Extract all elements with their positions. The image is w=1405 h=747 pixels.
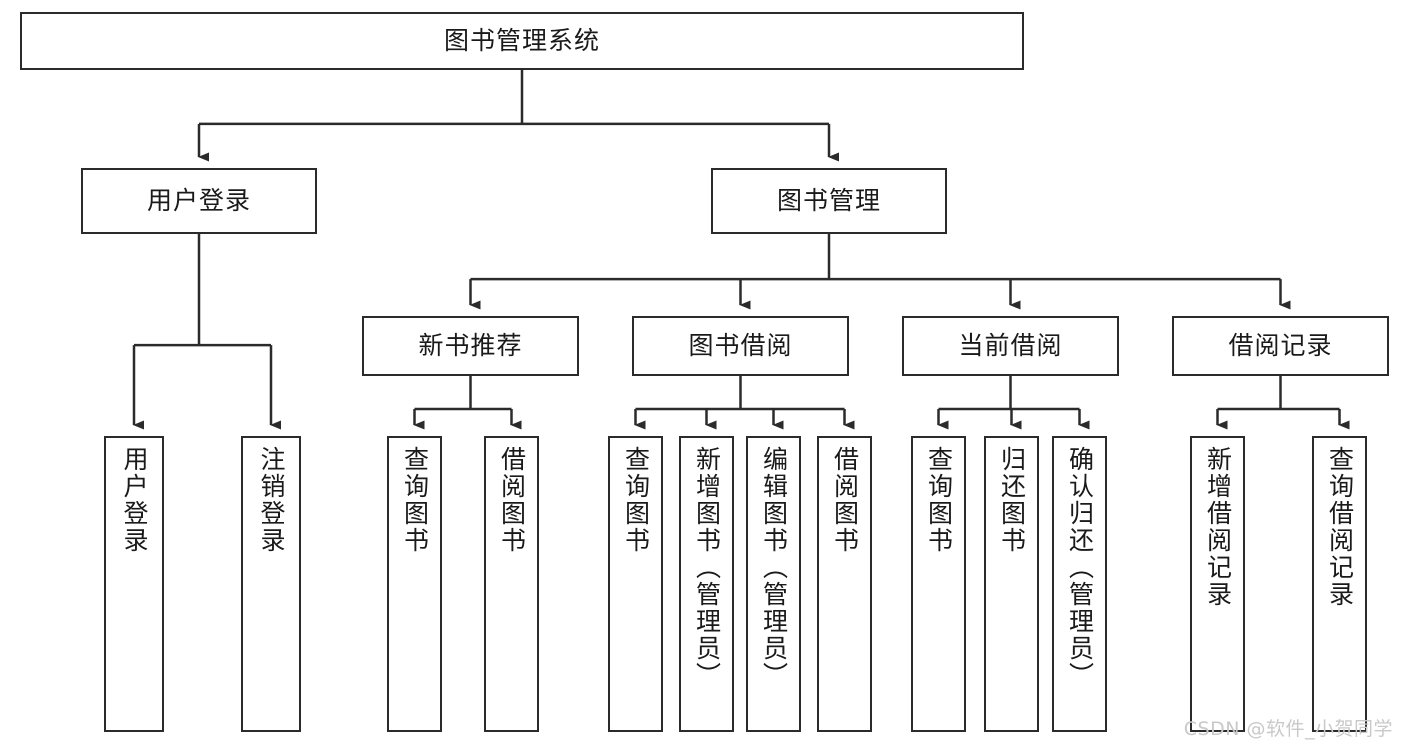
node-leaf-query-record[interactable]: 查询借阅记录 [1312,436,1367,732]
node-leaf-query-book-borrow-label: 查询图书 [621,446,651,554]
csdn-watermark: CSDN @软件_小贺同学 [1183,718,1393,740]
node-leaf-query-book-borrow[interactable]: 查询图书 [608,436,663,732]
node-leaf-query-book-rec-label: 查询图书 [400,446,430,554]
node-leaf-query-record-label: 查询借阅记录 [1325,446,1355,608]
node-leaf-borrow-book-rec-label: 借阅图书 [497,446,527,554]
node-new-book-rec-label: 新书推荐 [418,331,523,360]
node-leaf-user-login-label: 用户登录 [120,446,149,554]
node-leaf-user-logout[interactable]: 注销登录 [241,436,301,732]
node-leaf-borrow-book-label: 借阅图书 [830,446,860,554]
node-leaf-edit-book[interactable]: 编辑图书（管理员） [746,436,801,732]
node-leaf-add-record-label: 新增借阅记录 [1203,446,1233,608]
node-root[interactable]: 图书管理系统 [20,12,1024,70]
node-leaf-user-login[interactable]: 用户登录 [104,436,164,732]
node-leaf-edit-book-label: 编辑图书（管理员） [759,446,789,689]
node-root-label: 图书管理系统 [443,26,600,55]
node-leaf-borrow-book-rec[interactable]: 借阅图书 [484,436,539,732]
node-leaf-return-book-label: 归还图书 [997,446,1027,554]
node-borrow-record[interactable]: 借阅记录 [1172,316,1389,376]
node-leaf-confirm-return[interactable]: 确认归还（管理员） [1052,436,1107,732]
node-leaf-add-record[interactable]: 新增借阅记录 [1190,436,1245,732]
node-book-manage-label: 图书管理 [776,186,881,215]
node-book-borrow-label: 图书借阅 [688,331,793,360]
node-leaf-add-book-label: 新增图书（管理员） [692,446,722,689]
node-user-login[interactable]: 用户登录 [81,168,317,234]
node-leaf-confirm-return-label: 确认归还（管理员） [1065,446,1095,689]
node-current-borrow[interactable]: 当前借阅 [902,316,1119,376]
node-leaf-add-book[interactable]: 新增图书（管理员） [679,436,734,732]
node-leaf-query-book-cur-label: 查询图书 [924,446,954,554]
node-leaf-query-book-cur[interactable]: 查询图书 [911,436,966,732]
node-borrow-record-label: 借阅记录 [1228,331,1333,360]
node-leaf-query-book-rec[interactable]: 查询图书 [387,436,442,732]
node-leaf-borrow-book[interactable]: 借阅图书 [817,436,872,732]
node-current-borrow-label: 当前借阅 [958,331,1063,360]
node-leaf-return-book[interactable]: 归还图书 [984,436,1039,732]
node-book-manage[interactable]: 图书管理 [711,168,947,234]
node-book-borrow[interactable]: 图书借阅 [632,316,849,376]
node-leaf-user-logout-label: 注销登录 [257,446,286,554]
node-user-login-label: 用户登录 [146,186,251,215]
node-new-book-rec[interactable]: 新书推荐 [362,316,579,376]
